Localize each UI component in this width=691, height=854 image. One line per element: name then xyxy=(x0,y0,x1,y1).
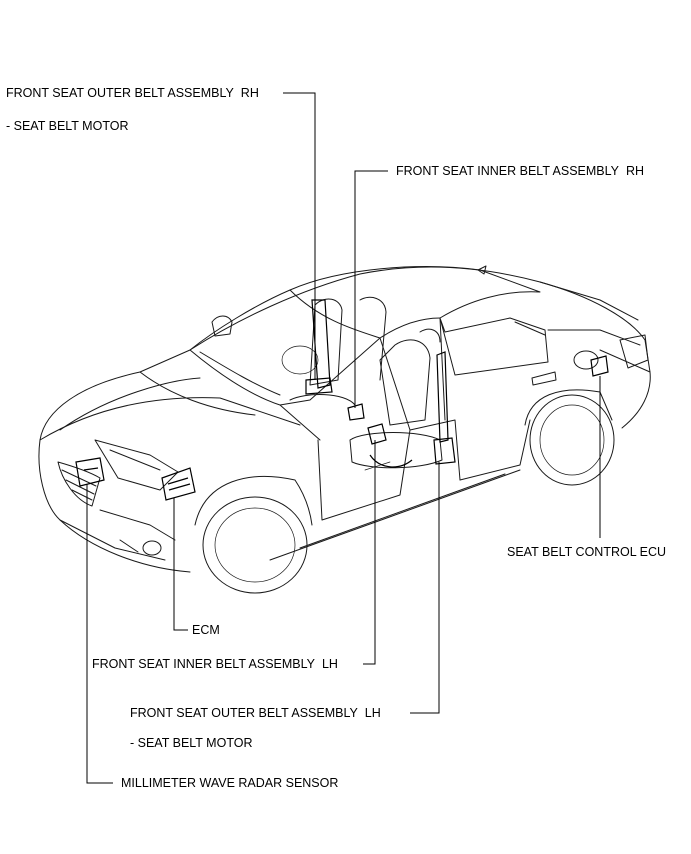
component-inner-belt-rh xyxy=(347,403,365,421)
component-millimeter-wave-radar-sensor xyxy=(75,457,105,487)
label-millimeter-wave-radar-sensor: MILLIMETER WAVE RADAR SENSOR xyxy=(121,776,339,790)
leader-inner-belt-lh xyxy=(363,440,376,665)
label-inner-belt-rh-name: FRONT SEAT INNER BELT ASSEMBLY xyxy=(396,164,619,178)
label-outer-belt-lh-side: LH xyxy=(364,706,381,720)
leader-ecm xyxy=(173,498,188,631)
label-outer-belt-rh-motor: - SEAT BELT MOTOR xyxy=(6,119,129,133)
label-outer-belt-lh: FRONT SEAT OUTER BELT ASSEMBLY LH xyxy=(130,706,381,720)
leader-inner-belt-rh xyxy=(354,170,388,408)
label-seat-belt-control-ecu: SEAT BELT CONTROL ECU xyxy=(507,545,667,559)
component-seat-belt-control-ecu xyxy=(590,355,609,377)
label-inner-belt-rh-side: RH xyxy=(625,164,644,178)
label-outer-belt-rh-name: FRONT SEAT OUTER BELT ASSEMBLY xyxy=(6,86,234,100)
label-outer-belt-lh-motor: - SEAT BELT MOTOR xyxy=(130,736,253,750)
vehicle-illustration xyxy=(38,265,651,594)
leader-outer-belt-lh xyxy=(410,462,440,714)
label-outer-belt-rh: FRONT SEAT OUTER BELT ASSEMBLY RH xyxy=(6,86,259,100)
label-inner-belt-lh-side: LH xyxy=(321,657,338,671)
component-ecm xyxy=(161,467,196,501)
label-inner-belt-lh: FRONT SEAT INNER BELT ASSEMBLY LH xyxy=(92,657,338,671)
component-outer-belt-lh xyxy=(433,351,456,465)
component-outer-belt-rh xyxy=(305,299,333,395)
label-inner-belt-rh: FRONT SEAT INNER BELT ASSEMBLY RH xyxy=(396,164,644,178)
component-inner-belt-lh xyxy=(367,423,413,468)
label-outer-belt-rh-side: RH xyxy=(240,86,259,100)
label-ecm: ECM xyxy=(192,623,220,637)
label-outer-belt-lh-name: FRONT SEAT OUTER BELT ASSEMBLY xyxy=(130,706,358,720)
leader-outer-belt-rh xyxy=(283,92,316,380)
label-inner-belt-lh-name: FRONT SEAT INNER BELT ASSEMBLY xyxy=(92,657,315,671)
leader-radar-sensor xyxy=(86,484,113,784)
